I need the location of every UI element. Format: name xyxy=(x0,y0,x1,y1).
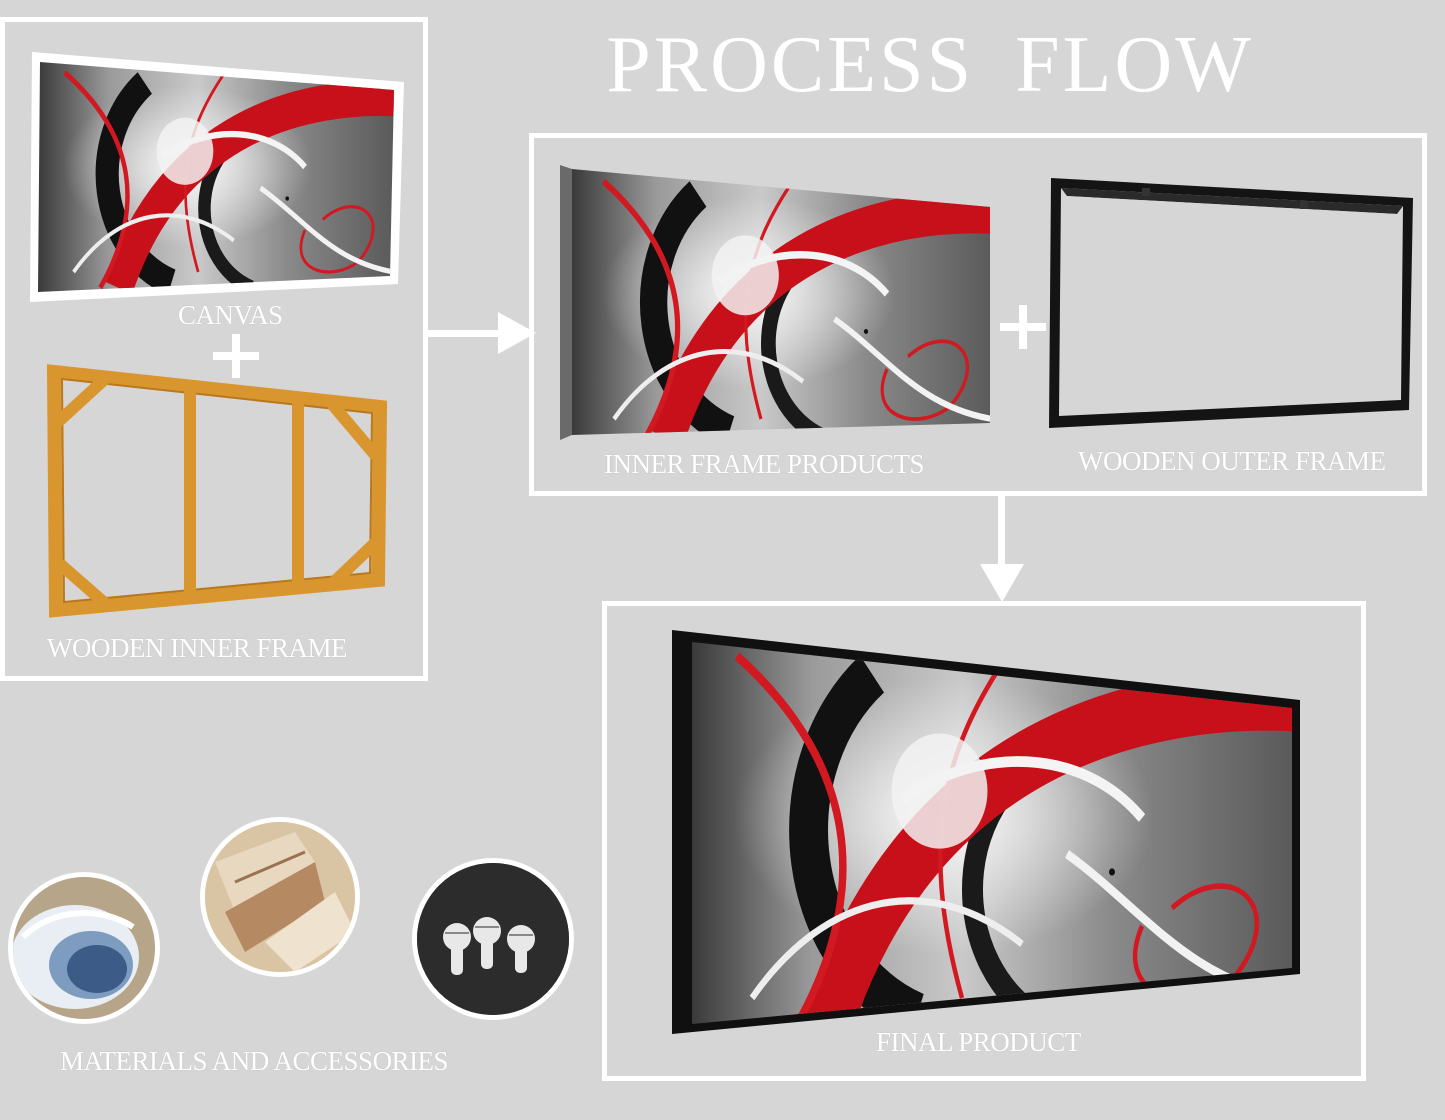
plus-icon xyxy=(1000,305,1046,349)
page-title: PROCESS FLOW xyxy=(606,21,1254,109)
canvas-label: CANVAS xyxy=(178,300,283,330)
final-product-image xyxy=(672,630,1300,1034)
assembly-box xyxy=(529,133,1427,496)
materials-and-accessories-label: MATERIALS AND ACCESSORIES xyxy=(60,1046,449,1076)
canvas-roll-material-image xyxy=(8,872,160,1024)
hooks-accessory-image xyxy=(412,858,574,1020)
arrow-down-icon xyxy=(980,496,1024,602)
plus-icon xyxy=(213,334,259,378)
components-box xyxy=(0,17,428,681)
wood-strips-material-image xyxy=(200,817,360,977)
wooden-outer-frame-image xyxy=(1049,178,1413,428)
inner-frame-product-image xyxy=(560,165,992,440)
final-product-box xyxy=(602,601,1366,1081)
wooden-inner-frame-image xyxy=(46,364,388,618)
final-product-label: FINAL PRODUCT xyxy=(876,1027,1081,1057)
inner-frame-products-label: INNER FRAME PRODUCTS xyxy=(604,449,925,479)
wooden-inner-frame-label: WOODEN INNER FRAME xyxy=(47,633,347,663)
arrow-right-icon xyxy=(426,312,536,354)
canvas-image xyxy=(30,52,404,302)
wooden-outer-frame-label: WOODEN OUTER FRAME xyxy=(1078,446,1386,476)
